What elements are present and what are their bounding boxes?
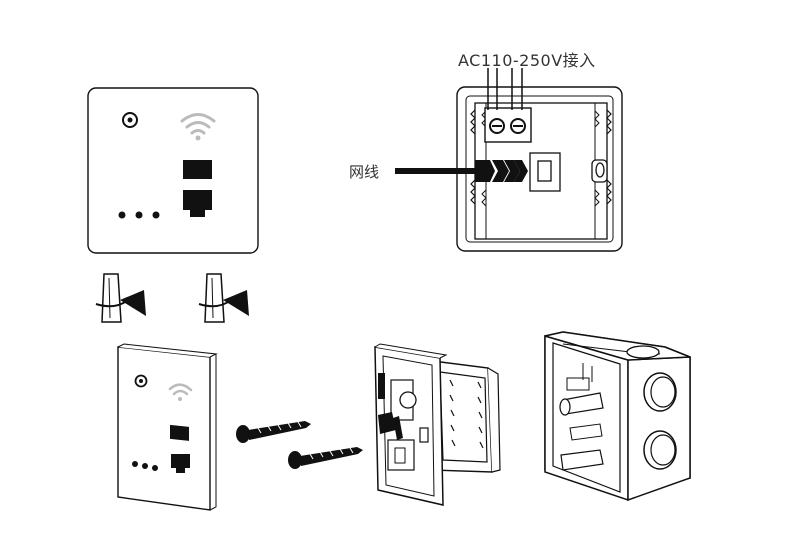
back-module-bottom <box>374 343 501 506</box>
wifi-icon <box>168 383 193 401</box>
ethernet-port-icon <box>171 454 190 473</box>
status-dots-icon <box>118 211 160 219</box>
junction-box <box>544 331 691 502</box>
front-panel-bottom <box>117 343 218 511</box>
screw-icon <box>288 447 363 469</box>
power-wires <box>487 68 523 110</box>
usb-port-icon <box>183 160 212 179</box>
wifi-icon <box>180 113 216 141</box>
front-panel-top <box>87 87 259 254</box>
status-dots-icon <box>132 461 158 471</box>
power-indicator-icon <box>122 112 138 128</box>
screw-icon <box>236 421 311 443</box>
power-input-label: AC110-250V接入 <box>458 51 596 70</box>
clip-arrow-left <box>95 273 146 323</box>
network-cable <box>395 160 528 182</box>
usb-port-icon <box>170 424 189 441</box>
power-indicator-icon <box>134 374 148 388</box>
clip-arrow-right <box>198 273 249 323</box>
network-cable-label: 网线 <box>349 163 379 181</box>
ethernet-port-icon <box>183 190 212 217</box>
back-module <box>456 86 623 252</box>
terminal-screw-icon <box>489 118 526 134</box>
